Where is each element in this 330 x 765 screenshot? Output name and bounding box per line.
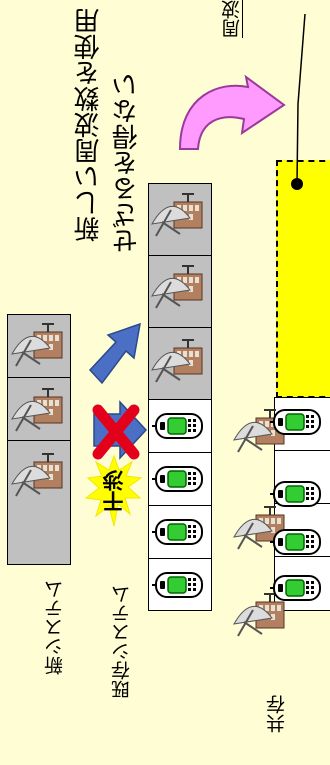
mobile-phone-icon xyxy=(151,466,203,492)
mobile-phone-icon xyxy=(269,529,321,555)
base-station-icon xyxy=(11,388,63,432)
mobile-phone-icon xyxy=(151,519,203,545)
red-cross-icon xyxy=(92,404,140,460)
band-divider xyxy=(148,255,212,328)
truncated-frequency-label: 周波 xyxy=(221,0,243,38)
mobile-phone-icon xyxy=(269,409,321,435)
interference-label: 干渉 xyxy=(102,470,126,512)
mobile-phone-icon xyxy=(151,413,203,439)
new-system-label: 新システム xyxy=(44,580,66,675)
new-frequency-band xyxy=(276,160,330,398)
band-divider xyxy=(148,505,212,559)
coexist-label: 共存 xyxy=(266,695,288,733)
curved-arrow-icon xyxy=(178,74,286,150)
base-station-icon xyxy=(11,323,63,367)
pointer-line xyxy=(296,13,306,185)
base-station-icon xyxy=(11,453,63,497)
mobile-phone-icon xyxy=(151,572,203,598)
caption-line-1: 新しい周波数を使用 xyxy=(74,8,104,242)
existing-system-label: 既存システム xyxy=(111,585,133,699)
band-divider xyxy=(7,377,71,441)
base-station-icon xyxy=(151,265,203,309)
base-station-icon xyxy=(151,193,203,237)
caption-line-2: せざるを得ない xyxy=(112,72,142,254)
mobile-phone-icon xyxy=(269,481,321,507)
mobile-phone-icon xyxy=(269,575,321,601)
blue-arrow-icon xyxy=(88,322,141,385)
interference-burst-icon xyxy=(84,454,143,527)
base-station-icon xyxy=(151,339,203,383)
